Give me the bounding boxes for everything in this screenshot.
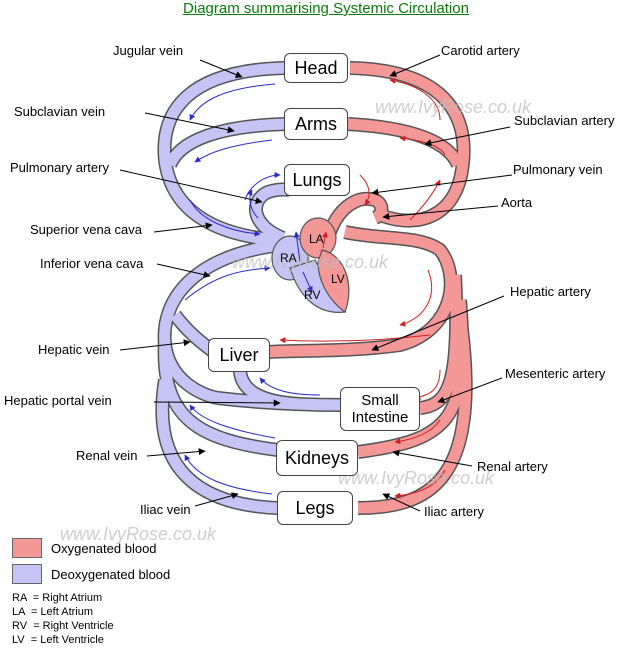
label-mesenteric-artery: Mesenteric artery — [505, 366, 606, 381]
label-hepatic-vein: Hepatic vein — [38, 342, 110, 357]
organ-head: Head — [284, 53, 348, 83]
watermark-3: www.IvyRose.co.uk — [338, 468, 495, 488]
label-inferior-vena-cava: Inferior vena cava — [40, 256, 144, 271]
small-intestine-line-1: Small — [361, 392, 399, 409]
watermark-1: www.IvyRose.co.uk — [375, 97, 532, 117]
abbr-la: LA = Left Atrium — [12, 606, 94, 618]
organ-small-intestine: Small Intestine — [340, 387, 420, 431]
organ-arms: Arms — [284, 108, 348, 140]
label-superior-vena-cava: Superior vena cava — [30, 222, 143, 237]
label-ra: RA — [280, 251, 297, 265]
watermark-2: www.IvyRose.co.uk — [232, 252, 389, 272]
legend-oxygenated: Oxygenated blood — [51, 541, 157, 556]
left-atrium — [299, 217, 337, 259]
label-subclavian-vein: Subclavian vein — [14, 104, 106, 119]
left-ventricle — [317, 249, 350, 313]
organ-legs: Legs — [277, 491, 353, 525]
label-rv: RV — [304, 288, 321, 302]
label-renal-vein: Renal vein — [76, 448, 138, 463]
label-pulmonary-vein: Pulmonary vein — [513, 162, 603, 177]
label-carotid-artery: Carotid artery — [441, 43, 520, 58]
label-iliac-artery: Iliac artery — [424, 504, 484, 519]
heart-arrows — [293, 231, 328, 293]
abbr-lv: LV = Left Ventricle — [12, 634, 104, 646]
leader-lines — [119, 54, 513, 512]
abbr-rv: RV = Right Ventricle — [12, 620, 114, 632]
artery-flow-arrows — [279, 77, 446, 499]
label-pulmonary-artery: Pulmonary artery — [10, 160, 109, 175]
organ-lungs: Lungs — [284, 164, 350, 196]
label-iliac-vein: Iliac vein — [140, 502, 191, 517]
label-aorta: Aorta — [501, 195, 533, 210]
arteries-fill — [267, 62, 472, 514]
vein-flow-arrows — [184, 83, 321, 495]
label-lv: LV — [331, 272, 345, 286]
legend-deoxygenated: Deoxygenated blood — [51, 567, 171, 582]
abbr-ra: RA = Right Atrium — [12, 592, 103, 604]
label-la: LA — [309, 232, 324, 246]
small-intestine-line-2: Intestine — [351, 409, 409, 426]
legend-swatch-deoxygenated — [12, 564, 42, 584]
organ-liver: Liver — [208, 338, 270, 372]
label-hepatic-artery: Hepatic artery — [510, 284, 591, 299]
label-subclavian-artery: Subclavian artery — [514, 113, 615, 128]
heart — [271, 217, 350, 313]
watermark-4: www.IvyRose.co.uk — [60, 524, 217, 544]
legend-swatch-oxygenated — [12, 538, 42, 558]
label-hepatic-portal-vein: Hepatic portal vein — [4, 393, 112, 408]
diagram-title: Diagram summarising Systemic Circulation — [183, 0, 469, 17]
organ-kidneys: Kidneys — [276, 440, 358, 476]
label-jugular-vein: Jugular vein — [113, 43, 184, 58]
label-renal-artery: Renal artery — [477, 459, 548, 474]
